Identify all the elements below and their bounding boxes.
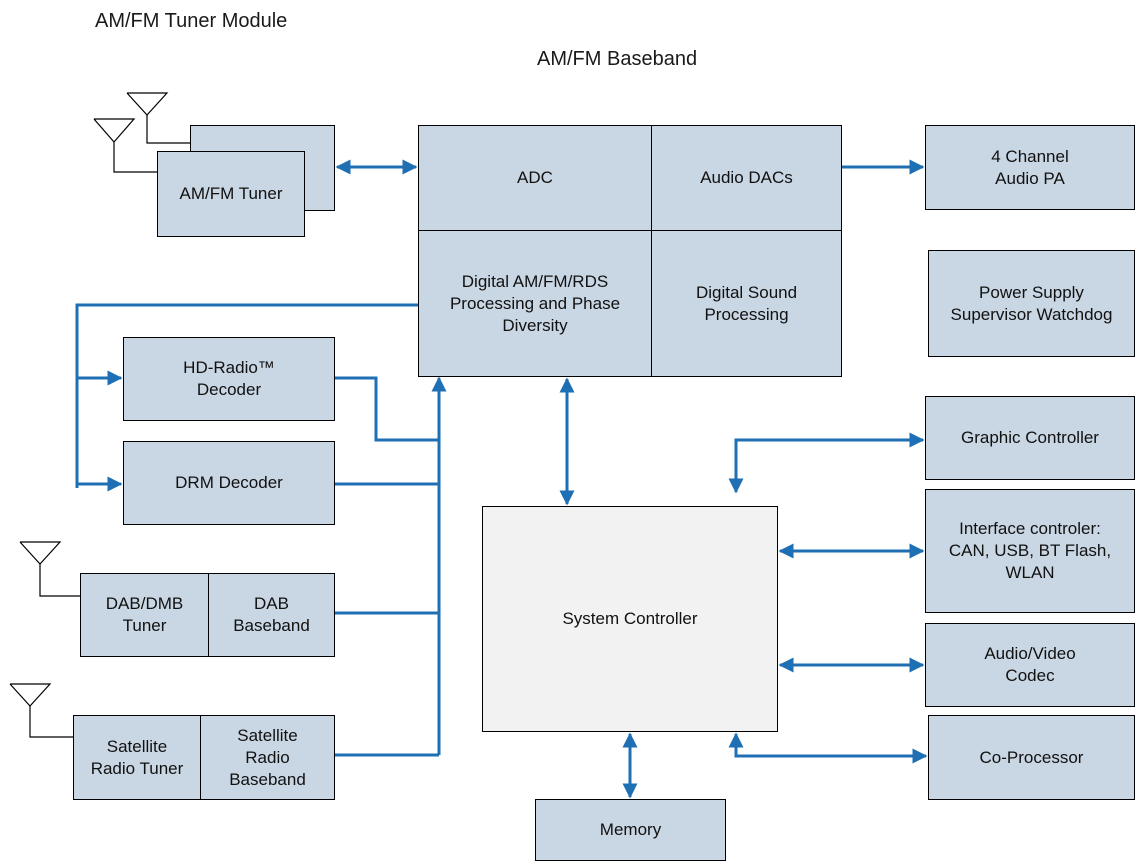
audio-pa-block: 4 Channel Audio PA — [925, 125, 1135, 210]
coprocessor-link — [728, 732, 928, 764]
co-processor-block: Co-Processor — [928, 715, 1135, 800]
system-controller-block: System Controller — [482, 506, 778, 732]
power-supply-label: Power Supply Supervisor Watchdog — [950, 282, 1113, 324]
drm-decoder-block: DRM Decoder — [123, 441, 335, 525]
antenna-icon — [93, 118, 157, 173]
audio-pa-label: 4 Channel Audio PA — [991, 146, 1069, 188]
satellite-tuner-label: Satellite Radio Tuner — [90, 736, 184, 778]
av-codec-block: Audio/Video Codec — [925, 623, 1135, 707]
satellite-tuner-block: Satellite Radio Tuner — [73, 715, 201, 800]
dab-baseband-block: DAB Baseband — [208, 573, 335, 657]
processing-feed — [75, 303, 418, 488]
co-processor-label: Co-Processor — [979, 747, 1084, 767]
am-fm-tuner-block: AM/FM Tuner — [157, 151, 305, 237]
digital-sound-block: Digital Sound Processing — [651, 230, 842, 377]
baseband-caption: AM/FM Baseband — [537, 48, 698, 70]
hd-radio-block: HD-Radio™ Decoder — [123, 337, 335, 421]
memory-label: Memory — [599, 820, 662, 839]
am-fm-tuner-label: AM/FM Tuner — [179, 184, 283, 203]
antenna-icon — [126, 92, 190, 144]
interface-controller-label: Interface controler: CAN, USB, BT Flash,… — [948, 519, 1112, 582]
graphic-link — [728, 432, 925, 494]
drm-decoder-label: DRM Decoder — [175, 473, 283, 492]
antenna-icon — [9, 683, 73, 738]
dab-tuner-block: DAB/DMB Tuner — [80, 573, 209, 657]
dab-baseband-label: DAB Baseband — [233, 594, 310, 635]
graphic-controller-label: Graphic Controller — [961, 428, 1099, 447]
tuner-module-caption: AM/FM Tuner Module — [95, 10, 288, 32]
memory-block: Memory — [535, 799, 726, 861]
digital-processing-label: Digital AM/FM/RDS Processing and Phase D… — [449, 271, 621, 335]
adc-block: ADC — [418, 125, 652, 231]
system-controller-label: System Controller — [562, 609, 698, 628]
power-supply-block: Power Supply Supervisor Watchdog — [928, 250, 1135, 357]
interface-controller-block: Interface controler: CAN, USB, BT Flash,… — [925, 489, 1135, 613]
dab-tuner-label: DAB/DMB Tuner — [105, 594, 184, 635]
satellite-baseband-label: Satellite Radio Baseband — [229, 725, 306, 789]
hd-radio-out — [335, 376, 439, 442]
av-codec-label: Audio/Video Codec — [984, 644, 1076, 685]
digital-processing-block: Digital AM/FM/RDS Processing and Phase D… — [418, 230, 652, 377]
adc-label: ADC — [517, 168, 553, 187]
hd-radio-label: HD-Radio™ Decoder — [183, 358, 275, 399]
graphic-controller-block: Graphic Controller — [925, 396, 1135, 480]
digital-sound-label: Digital Sound Processing — [695, 282, 798, 324]
antenna-icon — [19, 541, 80, 597]
audio-dacs-block: Audio DACs — [651, 125, 842, 231]
audio-dacs-label: Audio DACs — [700, 168, 793, 187]
satellite-baseband-block: Satellite Radio Baseband — [200, 715, 335, 800]
